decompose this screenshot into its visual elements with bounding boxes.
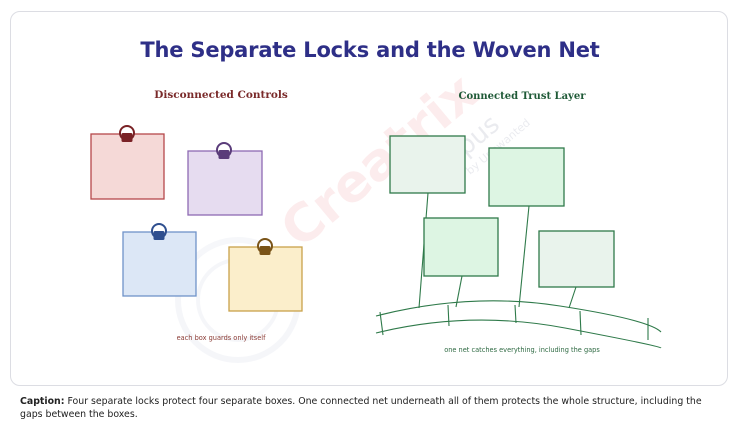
caption-label: Caption:	[20, 396, 65, 407]
net-box-3	[423, 217, 499, 277]
box-purple	[187, 150, 263, 216]
padlock-icon	[257, 238, 273, 255]
right-heading: Connected Trust Layer	[458, 91, 586, 102]
lock-box-blue	[122, 223, 197, 297]
right-note: one net catches everything, including th…	[444, 346, 600, 354]
box-yellow	[228, 246, 303, 312]
net-box-4	[538, 230, 615, 288]
woven-net	[375, 300, 662, 349]
left-note: each box guards only itself	[177, 334, 267, 342]
padlock-icon	[151, 223, 167, 240]
padlock-icon	[216, 142, 232, 159]
net-box-1	[389, 135, 466, 194]
caption: Caption: Four separate locks protect fou…	[20, 395, 720, 421]
left-heading: Disconnected Controls	[154, 89, 288, 101]
lock-box-yellow	[228, 238, 303, 312]
net-box-2	[488, 147, 565, 207]
lock-box-red	[90, 125, 165, 200]
caption-text: Four separate locks protect four separat…	[20, 396, 702, 420]
diagram-title: The Separate Locks and the Woven Net	[140, 38, 600, 62]
padlock-icon	[119, 125, 135, 142]
lock-box-purple	[187, 142, 263, 216]
box-blue	[122, 231, 197, 297]
box-red	[90, 133, 165, 200]
